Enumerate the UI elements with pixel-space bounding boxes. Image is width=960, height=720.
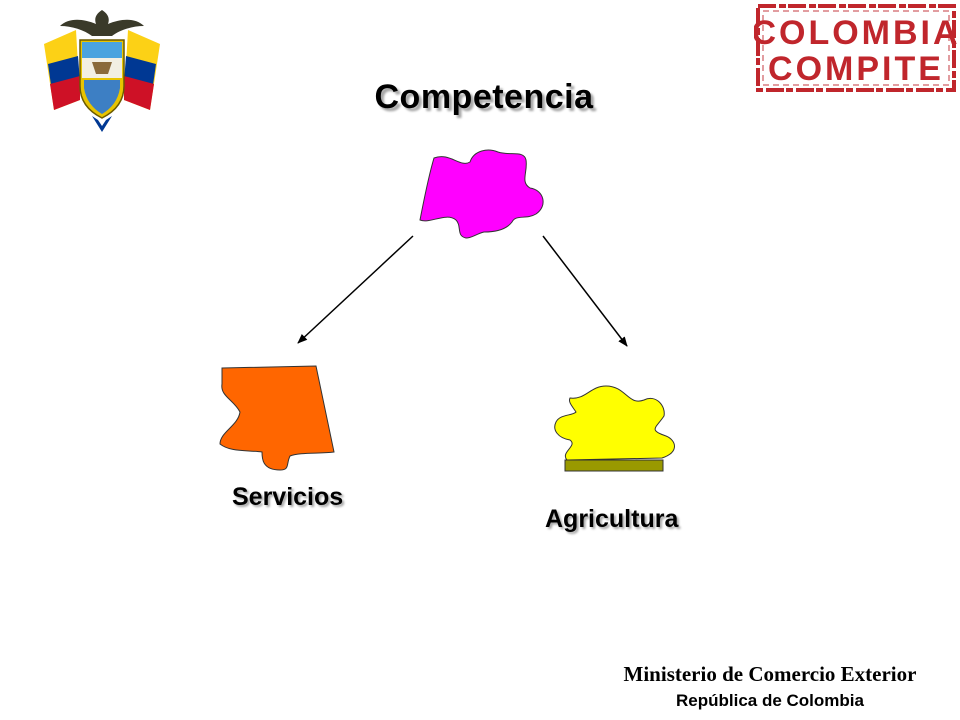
republic-name: República de Colombia [676,691,864,710]
arrow-to-servicios [297,235,414,344]
ministry-name: Ministerio de Comercio Exterior [623,662,917,686]
servicios-puzzle-piece [219,365,335,471]
agricultura-label: Agricultura [545,505,679,533]
ministry-footer: Ministerio de Comercio Exterior Repúblic… [590,662,950,711]
arrow-to-agricultura [542,235,628,347]
stamp-line-1: COLOMBIA [754,14,958,52]
agricultura-puzzle-piece [554,385,675,461]
page-title: Competencia [374,78,594,116]
servicios-label: Servicios [232,483,344,511]
colombia-compite-stamp-logo: COLOMBIA COMPITE [754,4,958,92]
top-puzzle-piece [419,149,544,239]
coat-of-arms-logo [44,10,160,132]
agricultura-puzzle-base [564,459,664,472]
stamp-line-2: COMPITE [768,50,944,88]
